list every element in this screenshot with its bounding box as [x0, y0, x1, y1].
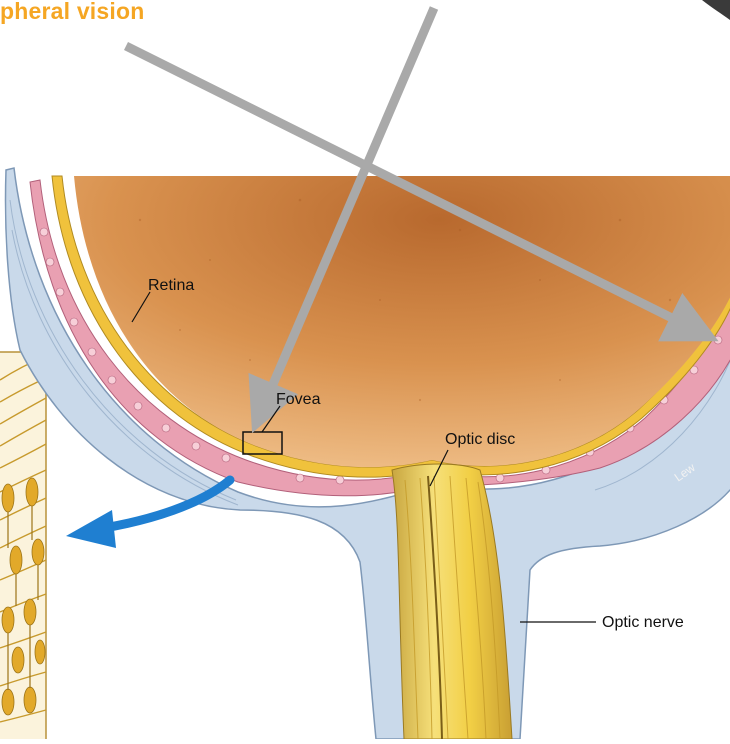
- label-retina: Retina: [148, 277, 194, 294]
- photoreceptor-inset: [0, 352, 46, 739]
- corner-shape: [702, 0, 730, 20]
- label-optic-nerve: Optic nerve: [602, 614, 684, 631]
- label-optic-disc: Optic disc: [445, 431, 515, 448]
- title: pheral vision: [0, 0, 144, 25]
- label-fovea: Fovea: [276, 391, 321, 408]
